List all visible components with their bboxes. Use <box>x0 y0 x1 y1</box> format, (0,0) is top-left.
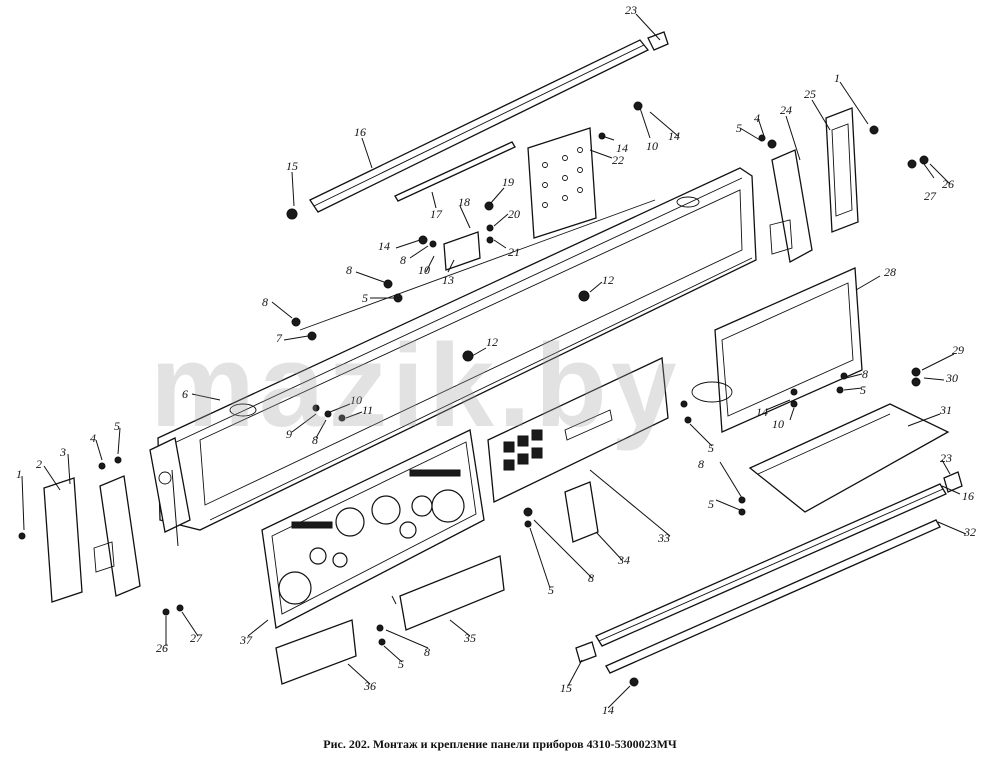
side-bracket-right <box>769 107 859 264</box>
bracket-35 <box>399 555 505 631</box>
callout-label: 16 <box>962 489 974 503</box>
callout-label: 5 <box>708 497 714 511</box>
callout-labels: 23 16 15 17 18 19 20 21 14 8 10 13 14 10… <box>16 3 976 717</box>
callout-label: 10 <box>646 139 658 153</box>
callout-label: 8 <box>588 571 594 585</box>
callout-label: 23 <box>940 451 952 465</box>
callout-label: 27 <box>190 631 203 645</box>
callout-label: 12 <box>486 335 498 349</box>
callout-label: 7 <box>276 331 283 345</box>
callout-label: 21 <box>508 245 520 259</box>
callout-label: 26 <box>156 641 168 655</box>
callout-label: 18 <box>458 195 470 209</box>
callout-label: 30 <box>945 371 958 385</box>
callout-label: 8 <box>698 457 704 471</box>
callout-label: 10 <box>418 263 430 277</box>
callout-label: 14 <box>602 703 614 717</box>
callout-label: 20 <box>508 207 520 221</box>
instrument-cluster-37 <box>261 429 485 629</box>
callout-label: 28 <box>884 265 896 279</box>
callout-label: 13 <box>442 273 454 287</box>
top-trim-rail <box>309 31 669 213</box>
callout-label: 5 <box>860 383 866 397</box>
callout-label: 5 <box>398 657 404 671</box>
callout-label: 4 <box>754 111 760 125</box>
callout-label: 6 <box>182 387 188 401</box>
callout-label: 31 <box>939 403 952 417</box>
callout-label: 35 <box>463 631 476 645</box>
switch-panel-33 <box>487 357 669 503</box>
callout-label: 5 <box>736 121 742 135</box>
callout-label: 10 <box>772 417 784 431</box>
side-bracket-left <box>43 475 141 603</box>
callout-label: 4 <box>90 431 96 445</box>
lower-trim-rails <box>575 471 963 674</box>
dashboard-frame <box>149 167 757 533</box>
callout-label: 27 <box>924 189 937 203</box>
callout-label: 14 <box>756 405 768 419</box>
callout-label: 37 <box>239 633 253 647</box>
cover-34 <box>564 481 599 543</box>
leader-lines <box>21 13 967 709</box>
callout-label: 3 <box>59 445 66 459</box>
callout-label: 32 <box>963 525 976 539</box>
callout-label: 25 <box>804 87 816 101</box>
strip-17 <box>394 141 516 202</box>
callout-label: 10 <box>350 393 362 407</box>
callout-label: 33 <box>657 531 670 545</box>
callout-label: 8 <box>862 367 868 381</box>
callout-label: 8 <box>312 433 318 447</box>
callout-label: 14 <box>378 239 390 253</box>
callout-label: 16 <box>354 125 366 139</box>
callout-label: 36 <box>363 679 376 693</box>
callout-label: 5 <box>548 583 554 597</box>
figure-caption: Рис. 202. Монтаж и крепление панели приб… <box>323 737 677 751</box>
callout-label: 5 <box>362 291 368 305</box>
callout-label: 34 <box>617 553 630 567</box>
callout-label: 22 <box>612 153 624 167</box>
callout-label: 2 <box>36 457 42 471</box>
callout-label: 1 <box>16 467 22 481</box>
callout-label: 26 <box>942 177 954 191</box>
shelf-31 <box>748 403 950 513</box>
right-panel-28 <box>691 267 863 433</box>
callout-label: 8 <box>400 253 406 267</box>
callout-label: 29 <box>952 343 964 357</box>
bracket-22 <box>527 127 597 239</box>
callout-label: 24 <box>780 103 792 117</box>
callout-label: 9 <box>286 427 292 441</box>
callout-label: 8 <box>424 645 430 659</box>
callout-label: 14 <box>616 141 628 155</box>
callout-label: 19 <box>502 175 514 189</box>
bracket-13 <box>443 231 481 271</box>
callout-label: 11 <box>362 403 373 417</box>
callout-label: 1 <box>834 71 840 85</box>
callout-label: 14 <box>668 129 680 143</box>
callout-label: 17 <box>430 207 443 221</box>
callout-label: 5 <box>114 419 120 433</box>
callout-label: 12 <box>602 273 614 287</box>
bracket-36 <box>275 619 357 685</box>
callout-label: 15 <box>286 159 298 173</box>
callout-label: 15 <box>560 681 572 695</box>
callout-label: 5 <box>708 441 714 455</box>
callout-label: 8 <box>262 295 268 309</box>
callout-label: 23 <box>625 3 637 17</box>
callout-label: 8 <box>346 263 352 277</box>
